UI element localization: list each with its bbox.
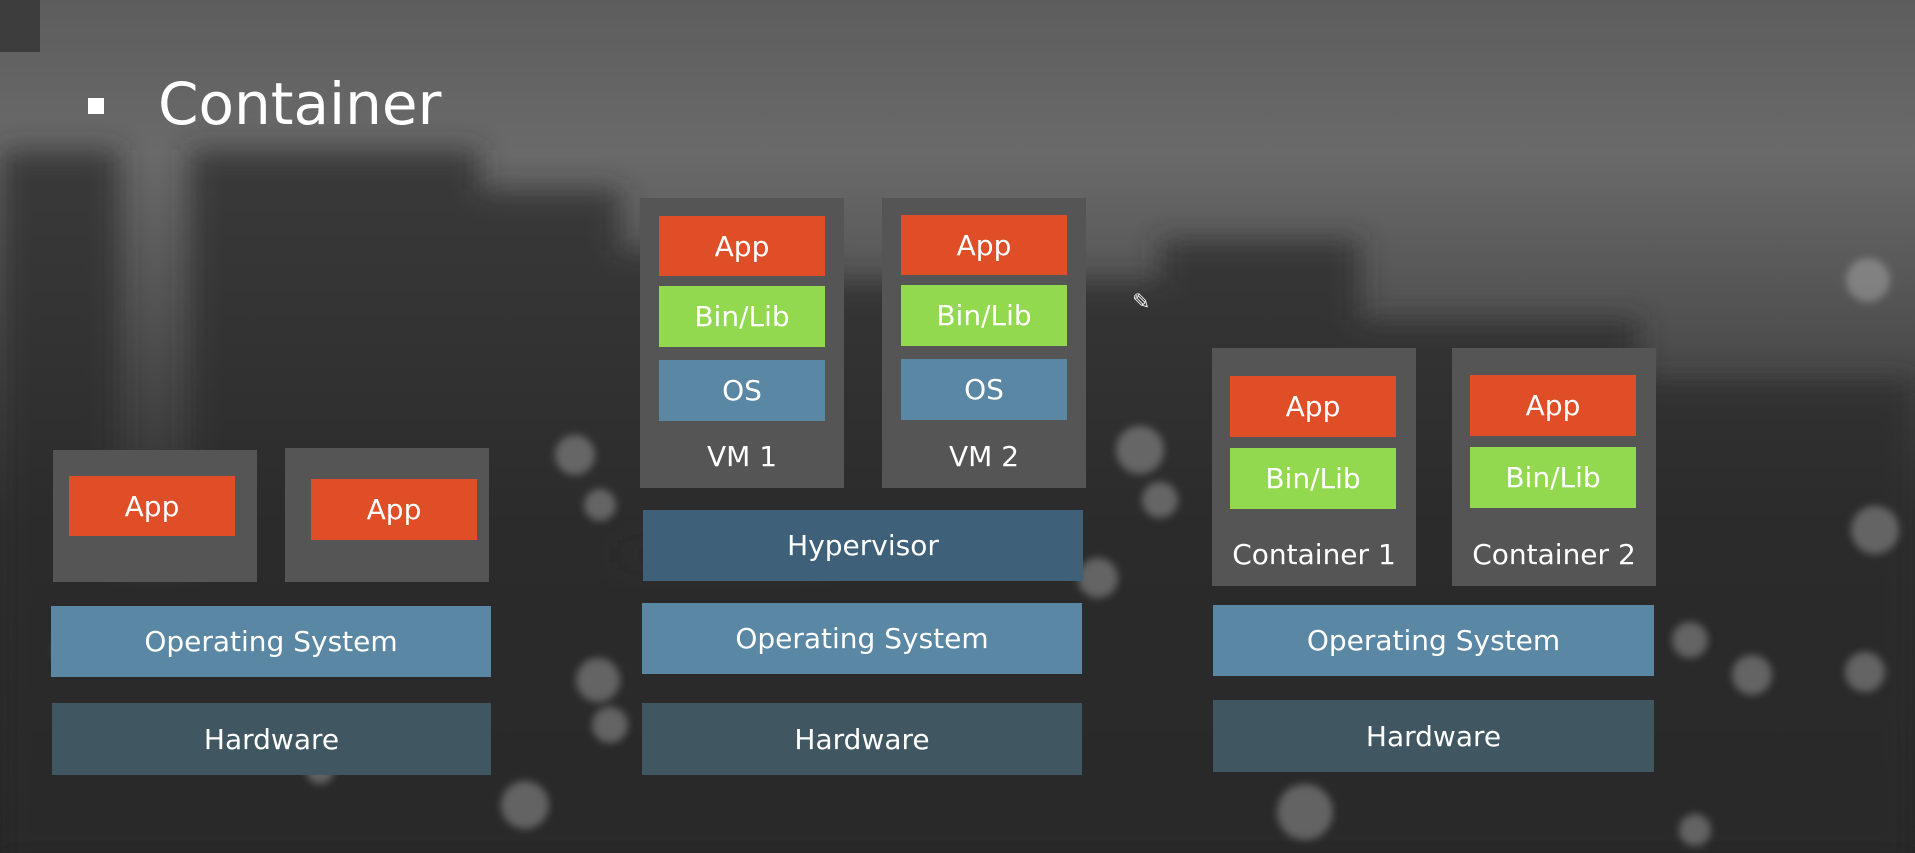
app-block: App xyxy=(69,476,235,536)
operating-system-layer: Operating System xyxy=(1213,605,1654,676)
pencil-cursor-icon: ✎ xyxy=(1132,290,1151,315)
hardware-layer: Hardware xyxy=(52,703,491,775)
hypervisor-layer: Hypervisor xyxy=(643,510,1083,581)
bullet-icon xyxy=(88,98,104,114)
app-block: App xyxy=(659,216,825,276)
container-label: Container 2 xyxy=(1472,538,1636,571)
bin-lib-block: Bin/Lib xyxy=(659,286,825,347)
slide-title: Container xyxy=(158,70,442,138)
app-block: App xyxy=(1230,376,1396,437)
vm-label: VM 1 xyxy=(706,440,778,473)
container-label: Container 1 xyxy=(1232,538,1396,571)
hardware-layer: Hardware xyxy=(1213,700,1654,772)
app-block: App xyxy=(1470,375,1636,436)
vm-label: VM 2 xyxy=(948,440,1020,473)
operating-system-layer: Operating System xyxy=(51,606,491,677)
hardware-layer: Hardware xyxy=(642,703,1082,775)
corner-tab xyxy=(0,0,40,52)
guest-os-block: OS xyxy=(659,360,825,421)
bin-lib-block: Bin/Lib xyxy=(1230,448,1396,509)
guest-os-block: OS xyxy=(901,359,1067,420)
operating-system-layer: Operating System xyxy=(642,603,1082,674)
app-block: App xyxy=(901,215,1067,275)
bin-lib-block: Bin/Lib xyxy=(901,285,1067,346)
bin-lib-block: Bin/Lib xyxy=(1470,447,1636,508)
app-block: App xyxy=(311,479,477,540)
